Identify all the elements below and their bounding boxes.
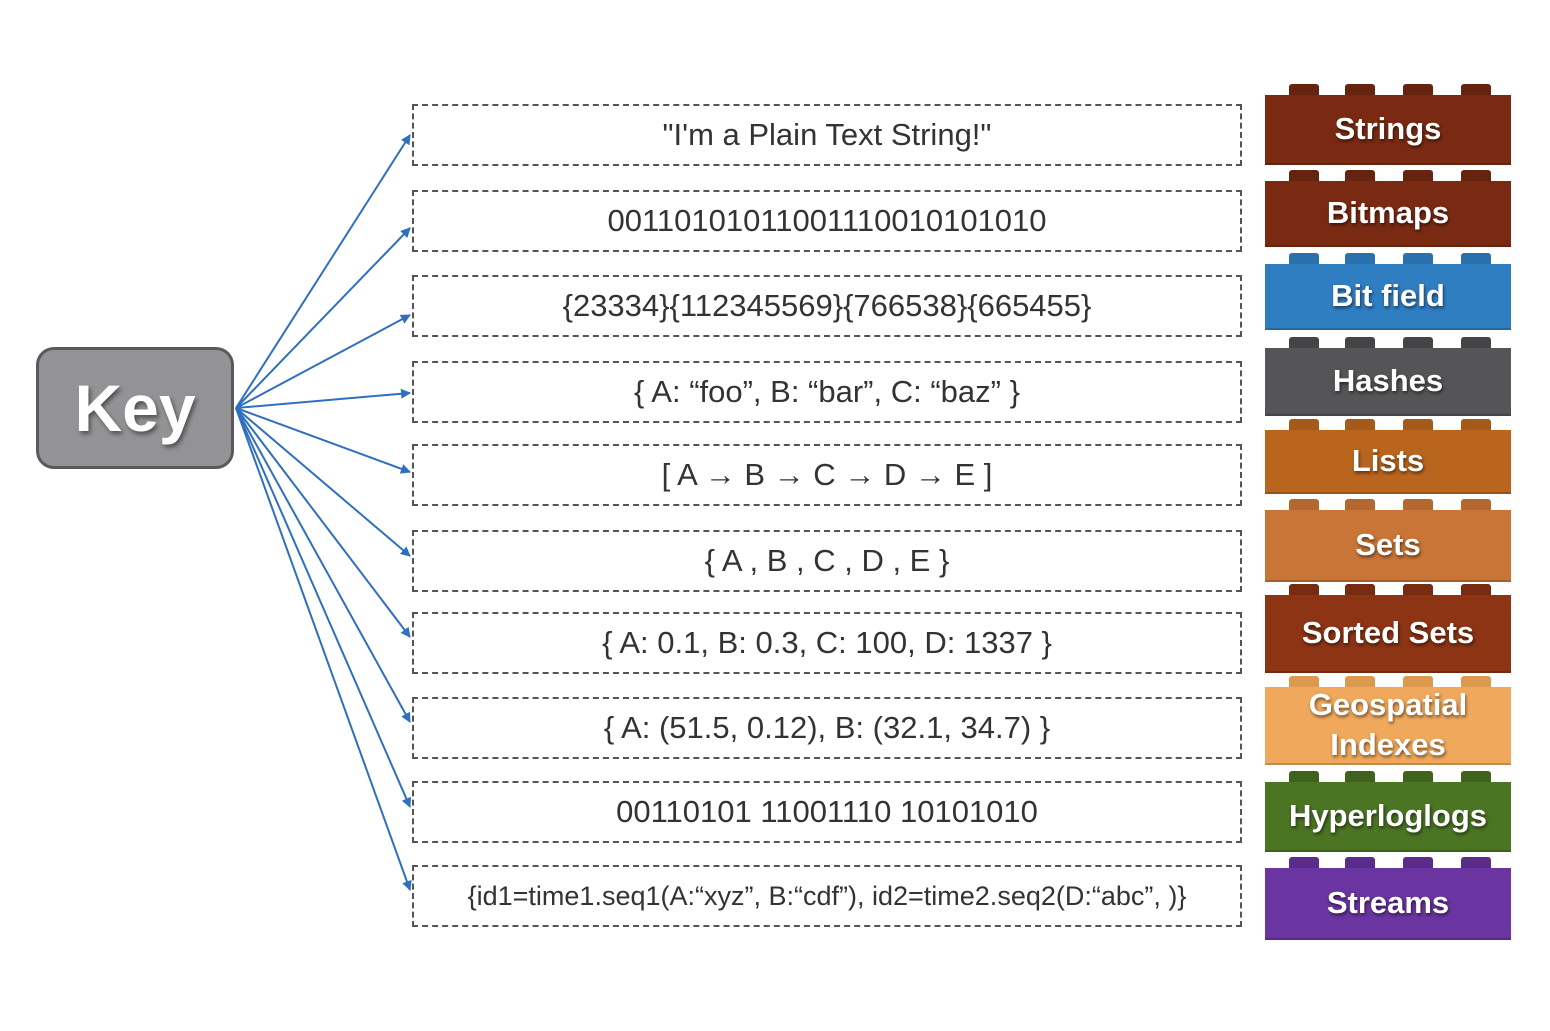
value-text: "I'm a Plain Text String!" xyxy=(662,117,992,152)
brick-stud xyxy=(1345,170,1375,181)
value-text: { A , B , C , D , E } xyxy=(704,543,950,578)
brick-stud xyxy=(1461,170,1491,181)
brick-stud xyxy=(1461,584,1491,595)
type-brick: Geospatial Indexes xyxy=(1265,676,1511,765)
brick-stud xyxy=(1289,676,1319,687)
value-text: [ A → B → C → D → E ] xyxy=(661,457,993,492)
brick-stud xyxy=(1289,584,1319,595)
brick-stud xyxy=(1403,337,1433,348)
brick-stud xyxy=(1461,253,1491,264)
value-box: {23334}{112345569}{766538}{665455} xyxy=(412,275,1242,337)
brick-stud xyxy=(1345,771,1375,782)
value-text: {id1=time1.seq1(A:“xyz”, B:“cdf”), id2=t… xyxy=(467,880,1187,911)
arrow xyxy=(235,407,411,474)
type-label: Hyperloglogs xyxy=(1288,797,1488,833)
brick-stud xyxy=(1289,771,1319,782)
brick-stud xyxy=(1345,584,1375,595)
brick-stud xyxy=(1345,499,1375,510)
type-label: Geospatial Indexes xyxy=(1308,686,1468,762)
type-brick: Sorted Sets xyxy=(1265,584,1511,673)
type-label: Strings xyxy=(1334,110,1442,146)
arrow xyxy=(235,388,411,409)
brick-stud xyxy=(1403,170,1433,181)
brick-stud xyxy=(1289,170,1319,181)
value-box: "I'm a Plain Text String!" xyxy=(412,104,1242,166)
type-label: Sets xyxy=(1355,526,1421,562)
brick-stud xyxy=(1403,499,1433,510)
brick-stud xyxy=(1289,84,1319,95)
value-box: { A: (51.5, 0.12), B: (32.1, 34.7) } xyxy=(412,697,1242,759)
value-box: { A: 0.1, B: 0.3, C: 100, D: 1337 } xyxy=(412,612,1242,674)
brick-stud xyxy=(1403,84,1433,95)
value-box: { A: “foo”, B: “bar”, C: “baz” } xyxy=(412,361,1242,423)
brick-stud xyxy=(1403,857,1433,868)
brick-stud xyxy=(1461,419,1491,430)
value-text: 00110101 11001110 10101010 xyxy=(616,794,1038,829)
arrow xyxy=(235,407,411,808)
type-label: Bit field xyxy=(1331,277,1445,313)
type-label: Sorted Sets xyxy=(1301,614,1475,650)
brick-stud xyxy=(1345,84,1375,95)
brick-stud xyxy=(1403,771,1433,782)
arrow xyxy=(235,407,412,891)
value-box: 00110101011001110010101010 xyxy=(412,190,1242,252)
type-brick: Hyperloglogs xyxy=(1265,771,1511,852)
arrow xyxy=(235,314,411,409)
value-box: 00110101 11001110 10101010 xyxy=(412,781,1242,843)
brick-stud xyxy=(1461,857,1491,868)
type-brick: Lists xyxy=(1265,419,1511,494)
arrow xyxy=(235,407,411,638)
value-box: { A , B , C , D , E } xyxy=(412,530,1242,592)
brick-stud xyxy=(1289,253,1319,264)
brick-stud xyxy=(1403,253,1433,264)
brick-stud xyxy=(1345,419,1375,430)
key-label: Key xyxy=(74,371,196,445)
arrow xyxy=(235,134,411,409)
arrow xyxy=(235,407,411,557)
brick-stud xyxy=(1461,499,1491,510)
type-brick: Hashes xyxy=(1265,337,1511,416)
brick-stud xyxy=(1403,584,1433,595)
brick-stud xyxy=(1461,771,1491,782)
value-text: { A: 0.1, B: 0.3, C: 100, D: 1337 } xyxy=(602,625,1052,660)
arrow xyxy=(235,407,411,723)
brick-stud xyxy=(1461,676,1491,687)
brick-stud xyxy=(1345,337,1375,348)
value-text: { A: “foo”, B: “bar”, C: “baz” } xyxy=(634,374,1020,409)
key-box: Key xyxy=(36,347,234,469)
value-text: {23334}{112345569}{766538}{665455} xyxy=(562,288,1092,323)
type-brick: Streams xyxy=(1265,857,1511,940)
brick-stud xyxy=(1403,676,1433,687)
brick-stud xyxy=(1289,499,1319,510)
type-brick: Sets xyxy=(1265,499,1511,582)
value-box: [ A → B → C → D → E ] xyxy=(412,444,1242,506)
brick-stud xyxy=(1461,337,1491,348)
type-brick: Bit field xyxy=(1265,253,1511,330)
type-label: Streams xyxy=(1326,884,1450,920)
brick-stud xyxy=(1289,337,1319,348)
type-label: Lists xyxy=(1351,442,1425,478)
value-box: {id1=time1.seq1(A:“xyz”, B:“cdf”), id2=t… xyxy=(412,865,1242,927)
brick-stud xyxy=(1345,676,1375,687)
brick-stud xyxy=(1289,857,1319,868)
type-label: Bitmaps xyxy=(1326,194,1450,230)
brick-stud xyxy=(1289,419,1319,430)
type-brick: Bitmaps xyxy=(1265,170,1511,247)
value-text: 00110101011001110010101010 xyxy=(607,203,1047,238)
brick-stud xyxy=(1345,253,1375,264)
brick-stud xyxy=(1461,84,1491,95)
type-brick: Strings xyxy=(1265,84,1511,165)
brick-stud xyxy=(1345,857,1375,868)
brick-stud xyxy=(1403,419,1433,430)
arrow xyxy=(235,227,411,409)
type-label: Hashes xyxy=(1332,362,1444,398)
value-text: { A: (51.5, 0.12), B: (32.1, 34.7) } xyxy=(603,710,1051,745)
